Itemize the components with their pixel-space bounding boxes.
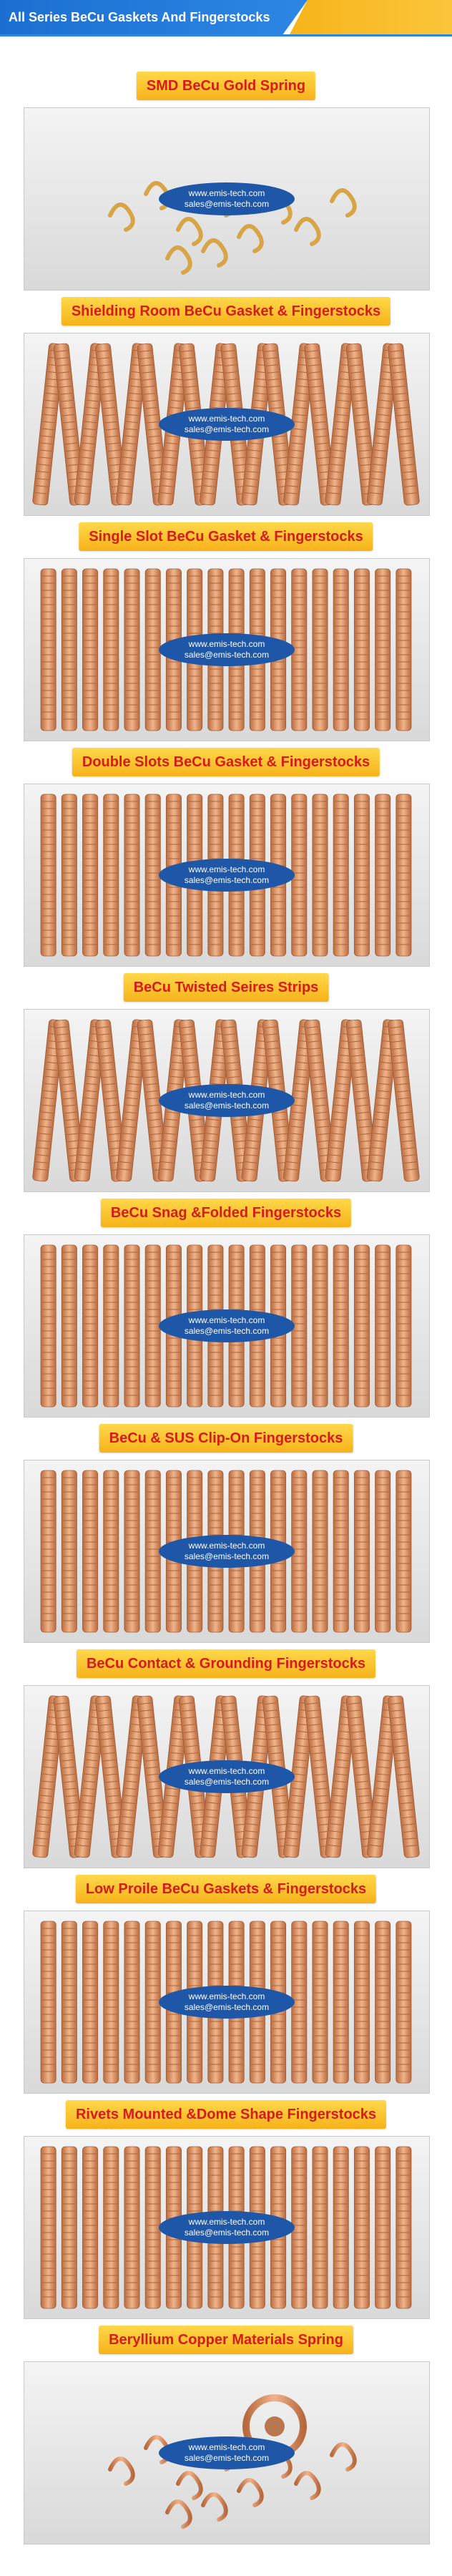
section-title: BeCu Snag &Folded Fingerstocks xyxy=(110,1204,342,1221)
header-blue-band xyxy=(0,0,308,34)
contact-website: www.emis-tech.com xyxy=(188,1090,265,1100)
contact-email: sales@emis-tech.com xyxy=(184,2228,270,2238)
product-illustration xyxy=(24,559,429,741)
section-title-banner: BeCu & SUS Clip-On Fingerstocks xyxy=(99,1424,353,1453)
section-clip-on: BeCu & SUS Clip-On Fingerstocks www.emis-… xyxy=(0,1424,452,1643)
section-title-banner: Beryllium Copper Materials Spring xyxy=(99,2326,353,2354)
contact-email: sales@emis-tech.com xyxy=(184,1326,270,1336)
section-twisted-strips: BeCu Twisted Seires Strips www.emis-tech.… xyxy=(0,973,452,1192)
contact-website: www.emis-tech.com xyxy=(188,2217,265,2227)
section-title-banner: BeCu Contact & Grounding Fingerstocks xyxy=(76,1649,376,1678)
section-materials-spring: Beryllium Copper Materials Spring www.emi… xyxy=(0,2326,452,2545)
contact-website: www.emis-tech.com xyxy=(188,1991,265,2001)
section-contact-grounding: BeCu Contact & Grounding Fingerstocks www… xyxy=(0,1649,452,1868)
contact-email: sales@emis-tech.com xyxy=(184,424,270,434)
section-title-banner: BeCu Snag &Folded Fingerstocks xyxy=(100,1199,352,1227)
contact-website: www.emis-tech.com xyxy=(188,639,265,649)
contact-website: www.emis-tech.com xyxy=(188,188,265,198)
contact-website: www.emis-tech.com xyxy=(188,1315,265,1325)
header-yellow-band xyxy=(290,0,452,34)
section-title: BeCu Contact & Grounding Fingerstocks xyxy=(86,1655,366,1672)
section-low-profile: Low Proile BeCu Gaskets & Fingerstocks ww… xyxy=(0,1875,452,2094)
contact-email: sales@emis-tech.com xyxy=(184,650,270,660)
section-snag-folded: BeCu Snag &Folded Fingerstocks www.emis-t… xyxy=(0,1199,452,1418)
section-title: Beryllium Copper Materials Spring xyxy=(109,2331,343,2348)
section-title-banner: Single Slot BeCu Gasket & Fingerstocks xyxy=(79,522,373,551)
product-illustration xyxy=(24,1235,429,1417)
contact-website: www.emis-tech.com xyxy=(188,864,265,874)
section-title: Single Slot BeCu Gasket & Fingerstocks xyxy=(89,528,363,545)
page-title: All Series BeCu Gaskets And Fingerstocks xyxy=(9,10,270,24)
section-title-banner: Double Slots BeCu Gasket & Fingerstocks xyxy=(72,748,380,776)
section-title-banner: Rivets Mounted &Dome Shape Fingerstocks xyxy=(65,2100,387,2129)
contact-email: sales@emis-tech.com xyxy=(184,2453,270,2463)
section-title-banner: Shielding Room BeCu Gasket & Fingerstock… xyxy=(61,297,391,326)
section-title-banner: BeCu Twisted Seires Strips xyxy=(123,973,329,1002)
section-title: BeCu Twisted Seires Strips xyxy=(133,979,319,995)
contact-email: sales@emis-tech.com xyxy=(184,1777,270,1787)
section-double-slot: Double Slots BeCu Gasket & Fingerstocks w… xyxy=(0,748,452,967)
contact-website: www.emis-tech.com xyxy=(188,1766,265,1776)
contact-email: sales@emis-tech.com xyxy=(184,1551,270,1561)
contact-website: www.emis-tech.com xyxy=(188,414,265,424)
contact-email: sales@emis-tech.com xyxy=(184,199,270,209)
section-title-banner: SMD BeCu Gold Spring xyxy=(136,72,316,100)
section-title: Low Proile BeCu Gaskets & Fingerstocks xyxy=(85,1880,367,1897)
section-title: BeCu & SUS Clip-On Fingerstocks xyxy=(109,1430,343,1446)
section-title-banner: Low Proile BeCu Gaskets & Fingerstocks xyxy=(75,1875,377,1903)
section-rivets-dome: Rivets Mounted &Dome Shape Fingerstocks w… xyxy=(0,2100,452,2319)
section-title: Rivets Mounted &Dome Shape Fingerstocks xyxy=(75,2106,377,2122)
product-illustration xyxy=(24,333,429,515)
contact-website: www.emis-tech.com xyxy=(188,2442,265,2452)
page-header: All Series BeCu Gaskets And Fingerstocks xyxy=(0,0,452,34)
product-illustration xyxy=(24,784,429,966)
section-shielding-room: Shielding Room BeCu Gasket & Fingerstock… xyxy=(0,297,452,516)
section-title: Double Slots BeCu Gasket & Fingerstocks xyxy=(82,753,370,770)
contact-email: sales@emis-tech.com xyxy=(184,1101,270,1111)
contact-email: sales@emis-tech.com xyxy=(184,875,270,885)
contact-website: www.emis-tech.com xyxy=(188,1541,265,1551)
header-divider xyxy=(0,34,452,36)
section-single-slot: Single Slot BeCu Gasket & Fingerstocks ww… xyxy=(0,522,452,741)
contact-email: sales@emis-tech.com xyxy=(184,2002,270,2012)
section-title: Shielding Room BeCu Gasket & Fingerstock… xyxy=(71,303,381,319)
product-illustration xyxy=(24,2137,429,2318)
section-title: SMD BeCu Gold Spring xyxy=(146,77,306,94)
